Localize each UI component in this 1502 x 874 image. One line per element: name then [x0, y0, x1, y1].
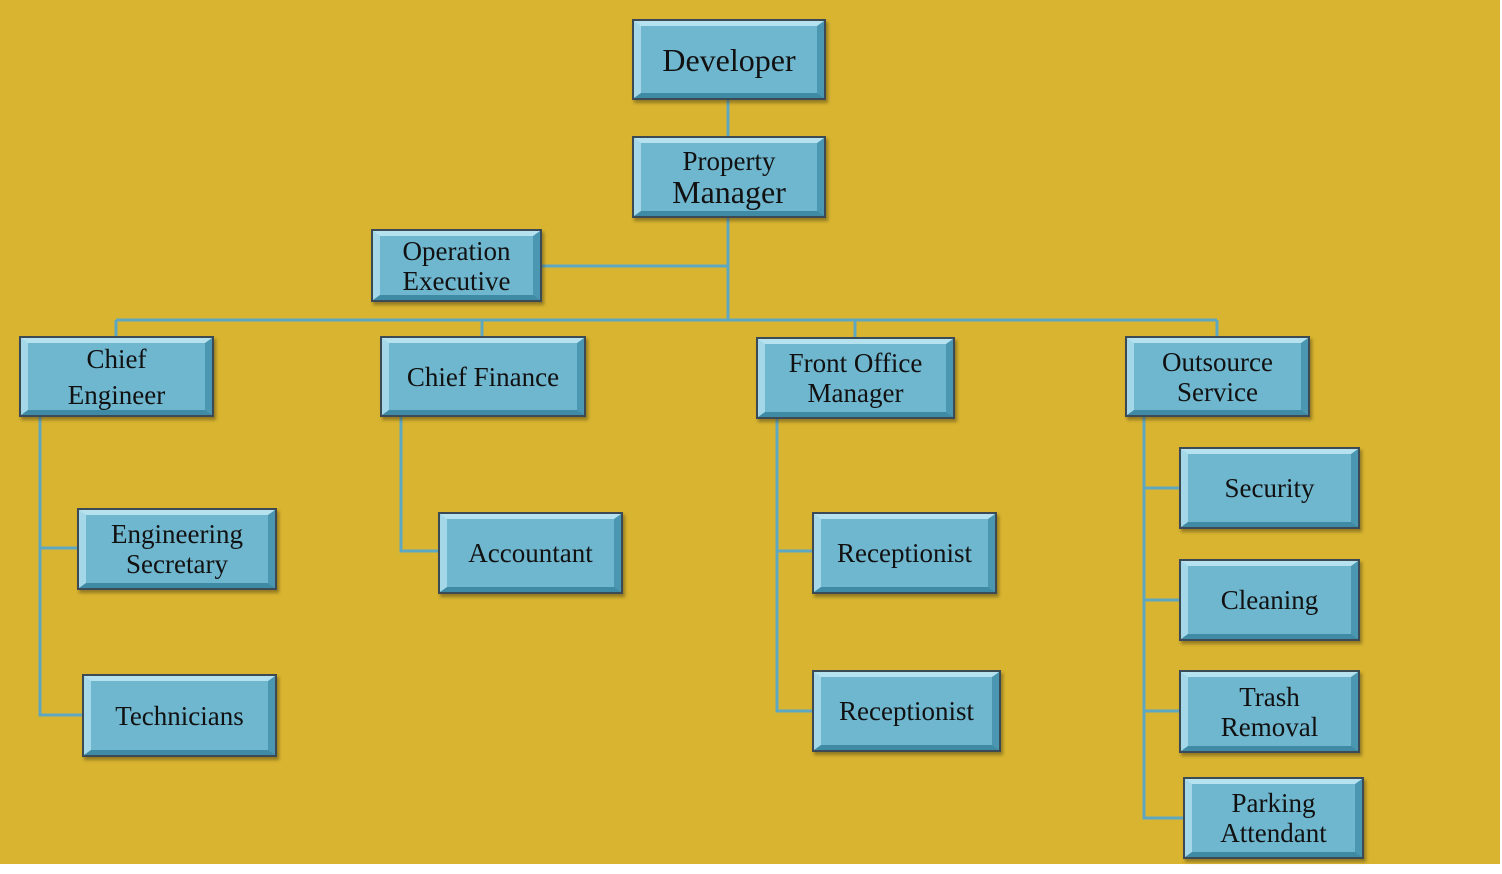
node-parking-attendant-label: Parking Attendant [1220, 788, 1327, 848]
node-security: Security [1179, 447, 1360, 529]
node-property-manager-line2: Manager [672, 174, 786, 210]
node-outsource-service-label: Outsource Service [1162, 346, 1273, 407]
node-engineering-secretary: Engineering Secretary [77, 508, 277, 590]
connector-finance-branch [399, 416, 438, 553]
node-security-label: Security [1224, 473, 1315, 503]
node-engineering-secretary-label: Engineering Secretary [111, 519, 243, 579]
node-technicians: Technicians [82, 674, 277, 757]
node-operation-executive: Operation Executive [371, 229, 542, 302]
node-operation-executive-label: Operation Executive [402, 235, 511, 296]
connector-front-office-branch [775, 418, 812, 713]
node-chief-finance: Chief Finance [380, 336, 586, 417]
node-receptionist-1: Receptionist [812, 512, 997, 594]
node-chief-finance-label: Chief Finance [406, 361, 560, 392]
node-accountant: Accountant [438, 512, 623, 594]
node-accountant-label: Accountant [468, 538, 593, 568]
node-parking-attendant: Parking Attendant [1183, 777, 1364, 859]
node-trash-removal: Trash Removal [1179, 670, 1360, 753]
node-receptionist-1-label: Receptionist [837, 538, 972, 568]
node-front-office-manager: Front Office Manager [756, 337, 955, 419]
node-chief-engineer-label: Chief Engineer [67, 343, 166, 410]
node-trash-removal-label: Trash Removal [1220, 681, 1319, 742]
connector-engineering-branch [38, 416, 82, 717]
node-front-office-manager-label: Front Office Manager [788, 348, 923, 408]
node-receptionist-2-label: Receptionist [839, 696, 974, 726]
node-receptionist-2: Receptionist [812, 670, 1001, 752]
node-developer: Developer [632, 19, 826, 100]
node-chief-engineer: Chief Engineer [19, 336, 214, 417]
node-outsource-service: Outsource Service [1125, 336, 1310, 417]
node-property-manager-line1: Property [682, 146, 776, 176]
node-property-manager: Property Manager [632, 136, 826, 218]
node-cleaning: Cleaning [1179, 559, 1360, 641]
node-developer-label: Developer [662, 41, 796, 78]
node-cleaning-label: Cleaning [1220, 585, 1319, 615]
connector-outsource-branch [1142, 416, 1183, 820]
node-technicians-label: Technicians [115, 700, 244, 731]
